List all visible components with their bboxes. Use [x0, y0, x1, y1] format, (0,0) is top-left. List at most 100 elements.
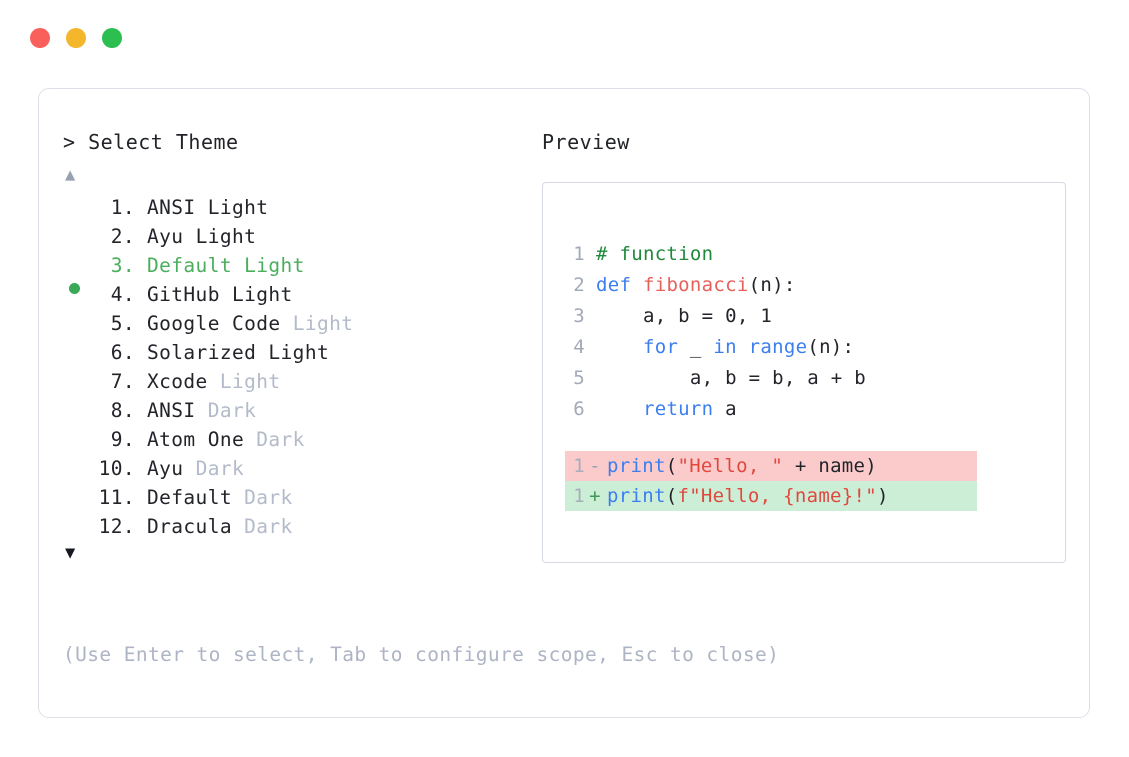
theme-item-number: 3.: [98, 254, 135, 277]
code-token: a: [713, 398, 737, 420]
theme-item-name: Default: [147, 486, 245, 509]
code-token: def: [596, 274, 643, 296]
close-button[interactable]: [30, 28, 50, 48]
theme-list-item[interactable]: 2.Ayu Light: [63, 222, 533, 251]
code-token: + name): [783, 455, 878, 477]
theme-item-number: 4.: [98, 283, 135, 306]
code-line: 4 for _ in range(n):: [565, 332, 1065, 363]
theme-item-variant: Dark: [207, 399, 257, 422]
code-token: fibonacci: [642, 274, 749, 296]
theme-item-number: 8.: [98, 399, 135, 422]
theme-list: 1.ANSI Light 2.Ayu Light 3.Default Light…: [63, 193, 533, 541]
theme-list-item[interactable]: 4.GitHub Light: [63, 280, 533, 309]
code-line: 3 a, b = 0, 1: [565, 301, 1065, 332]
theme-item-label: ANSI Light: [135, 193, 268, 222]
theme-item-label: Ayu Dark: [135, 454, 244, 483]
code-text: a, b = b, a + b: [585, 363, 866, 394]
theme-list-item[interactable]: 10.Ayu Dark: [63, 454, 533, 483]
scroll-down-icon[interactable]: ▼: [65, 543, 76, 563]
theme-item-name: ANSI: [147, 196, 208, 219]
theme-list-item[interactable]: 5.Google Code Light: [63, 309, 533, 338]
theme-item-name: Solarized: [147, 341, 269, 364]
code-token: print: [607, 455, 666, 477]
theme-item-label: Atom One Dark: [135, 425, 305, 454]
diff-text: print("Hello, " + name): [605, 451, 877, 481]
diff-removed-line: 1-print("Hello, " + name): [565, 451, 977, 481]
code-token: in: [713, 336, 749, 358]
theme-item-variant: Light: [195, 225, 257, 248]
diff-sample: 1-print("Hello, " + name)1+print(f"Hello…: [543, 451, 1065, 511]
diff-text: print(f"Hello, {name}!"): [605, 481, 889, 511]
theme-list-item[interactable]: 12.Dracula Dark: [63, 512, 533, 541]
line-number: 4: [573, 336, 585, 358]
diff-line-number: 1: [573, 485, 585, 507]
theme-item-number: 2.: [98, 225, 135, 248]
theme-list-item[interactable]: 3.Default Light: [63, 251, 533, 294]
code-token: return: [642, 398, 714, 420]
theme-selector-pane: > Select Theme ▲ 1.ANSI Light 2.Ayu Ligh…: [63, 129, 533, 565]
theme-item-variant: Dark: [244, 486, 293, 509]
theme-item-number: 12.: [98, 515, 135, 538]
theme-list-item[interactable]: 11. Default Dark: [63, 483, 533, 512]
theme-item-variant: Dark: [256, 428, 305, 451]
code-text: for _ in range(n):: [585, 332, 854, 363]
code-line: 1 # function: [565, 239, 1065, 270]
code-token: (: [665, 455, 678, 477]
theme-item-name: Xcode: [147, 370, 220, 393]
code-line: 6 return a: [565, 394, 1065, 425]
diff-added-line: 1+print(f"Hello, {name}!"): [565, 481, 977, 511]
theme-item-number: 1.: [98, 196, 135, 219]
minimize-button[interactable]: [66, 28, 86, 48]
theme-item-name: Dracula: [147, 515, 245, 538]
theme-item-number: 9.: [98, 428, 135, 451]
line-number: 1: [573, 243, 585, 265]
theme-item-label: Google Code Light: [135, 309, 353, 338]
maximize-button[interactable]: [102, 28, 122, 48]
theme-item-name: Default: [147, 254, 245, 277]
theme-list-item[interactable]: 7.Xcode Light: [63, 367, 533, 396]
theme-item-number: 10.: [98, 457, 135, 480]
scroll-up-icon[interactable]: ▲: [65, 165, 76, 185]
code-token: # function: [596, 243, 714, 265]
theme-item-number: 6.: [98, 341, 135, 364]
code-token: range: [748, 336, 808, 358]
line-number: 2: [573, 274, 585, 296]
page-title: > Select Theme: [63, 130, 239, 154]
code-token: a, b = b, a + b: [596, 367, 866, 389]
theme-item-variant: Light: [207, 196, 269, 219]
theme-selector-card: > Select Theme ▲ 1.ANSI Light 2.Ayu Ligh…: [38, 88, 1090, 718]
theme-list-item[interactable]: 1.ANSI Light: [63, 193, 533, 222]
code-token: a, b = 0, 1: [596, 305, 773, 327]
theme-item-variant: Light: [244, 254, 305, 277]
code-token: print: [607, 485, 666, 507]
code-text: def fibonacci(n):: [585, 270, 796, 301]
diff-sign: +: [589, 485, 601, 507]
preview-label: Preview: [542, 130, 630, 154]
theme-item-number: 11.: [98, 486, 135, 509]
line-number: 3: [573, 305, 585, 327]
theme-list-item[interactable]: 9.Atom One Dark: [63, 425, 533, 454]
code-token: f"Hello, {name}!": [677, 485, 878, 507]
theme-item-variant: Light: [268, 341, 330, 364]
theme-item-label: Dracula Dark: [135, 512, 293, 541]
code-token: (: [665, 485, 678, 507]
theme-item-label: Xcode Light: [135, 367, 281, 396]
window-traffic-lights: [30, 28, 122, 48]
code-token: (n):: [748, 274, 796, 296]
keyboard-hint: (Use Enter to select, Tab to configure s…: [63, 643, 780, 666]
line-number: 5: [573, 367, 585, 389]
code-token: (n):: [807, 336, 855, 358]
theme-item-label: Default Light: [135, 251, 305, 280]
theme-item-variant: Light: [231, 283, 293, 306]
theme-item-variant: Light: [219, 370, 281, 393]
theme-item-variant: Dark: [195, 457, 245, 480]
theme-list-item[interactable]: 8.ANSI Dark: [63, 396, 533, 425]
diff-line-number: 1: [573, 455, 585, 477]
theme-list-item[interactable]: 6.Solarized Light: [63, 338, 533, 367]
diff-sign: -: [589, 455, 601, 477]
theme-item-label: Solarized Light: [135, 338, 329, 367]
code-token: "Hello, ": [677, 455, 784, 477]
line-number: 6: [573, 398, 585, 420]
